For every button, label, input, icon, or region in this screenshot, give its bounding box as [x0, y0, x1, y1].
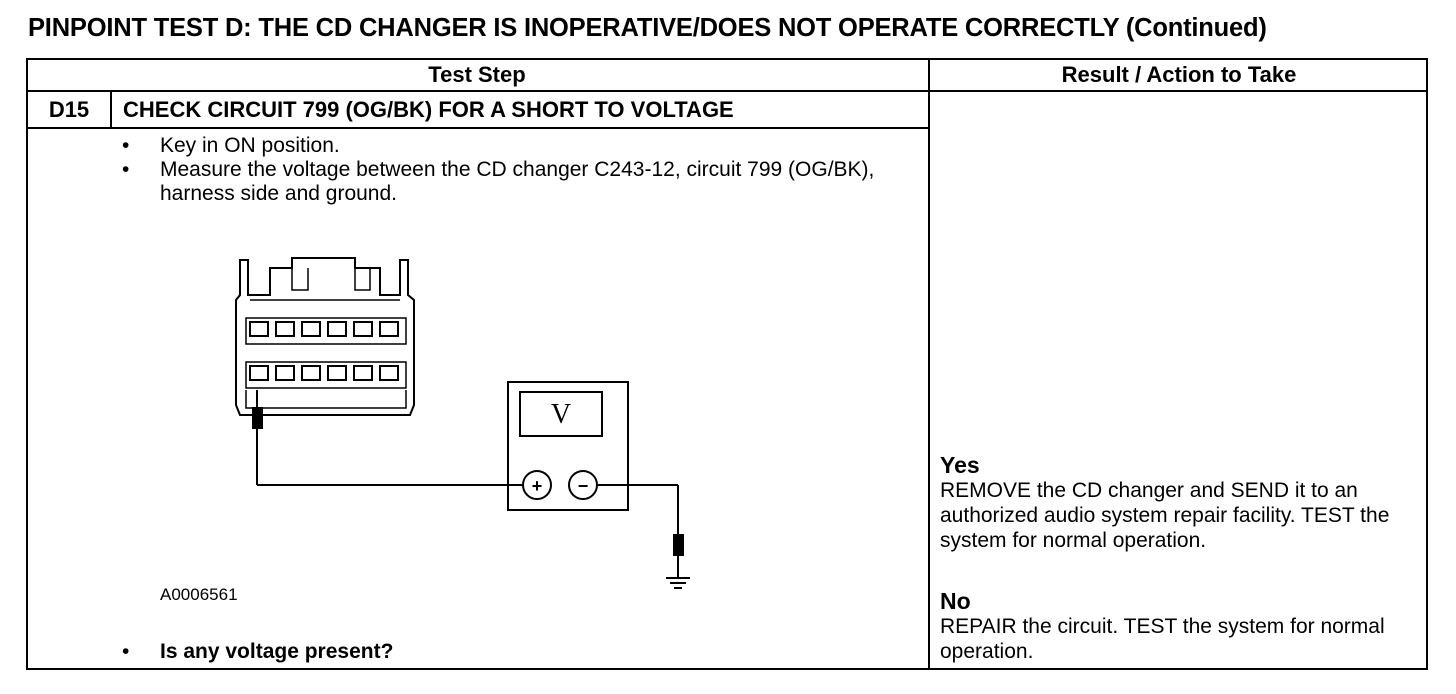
figure-id: A0006561 [160, 585, 238, 604]
ground-symbol-icon [666, 577, 690, 589]
bullet-marker: • [122, 134, 130, 157]
result-no-action: REPAIR the circuit. TEST the system for … [940, 615, 1385, 663]
bullet-marker: • [122, 640, 130, 663]
instruction-item: • Measure the voltage between the CD cha… [118, 158, 895, 206]
header-test-step: Test Step [428, 62, 526, 87]
result-no-label: No [940, 588, 971, 614]
instruction-item: • Key in ON position. [118, 134, 908, 158]
probe-icon [252, 390, 523, 486]
header-rule [26, 90, 1428, 92]
header-result-action: Result / Action to Take [1061, 62, 1297, 87]
instruction-text: Measure the voltage between the CD chang… [160, 158, 875, 205]
step-title: CHECK CIRCUIT 799 (OG/BK) FOR A SHORT TO… [123, 97, 734, 122]
meter-display-label: V [551, 399, 571, 430]
result-yes-label: Yes [940, 452, 980, 478]
step-row-rule [26, 127, 929, 129]
column-divider [928, 58, 930, 670]
multimeter-icon [507, 381, 629, 511]
step-id: D15 [48, 97, 90, 122]
question-text: Is any voltage present? [160, 640, 394, 663]
instruction-text: Key in ON position. [160, 134, 340, 157]
connector-c243-icon [235, 257, 415, 416]
plus-terminal-label: + [532, 476, 543, 496]
instruction-list: • Key in ON position. • Measure the volt… [118, 134, 908, 206]
test-table [26, 58, 1428, 670]
result-no: No REPAIR the circuit. TEST the system f… [940, 588, 1420, 664]
page-title: PINPOINT TEST D: THE CD CHANGER IS INOPE… [28, 14, 1267, 42]
ground-lead-icon [597, 484, 684, 578]
minus-terminal-label: − [578, 476, 589, 496]
result-yes: Yes REMOVE the CD changer and SEND it to… [940, 452, 1420, 553]
step-id-divider [110, 90, 112, 128]
bullet-marker: • [122, 158, 130, 181]
result-yes-action: REMOVE the CD changer and SEND it to an … [940, 479, 1390, 552]
voltage-measurement-diagram: V + − [235, 257, 690, 589]
test-question: • Is any voltage present? [118, 640, 393, 664]
